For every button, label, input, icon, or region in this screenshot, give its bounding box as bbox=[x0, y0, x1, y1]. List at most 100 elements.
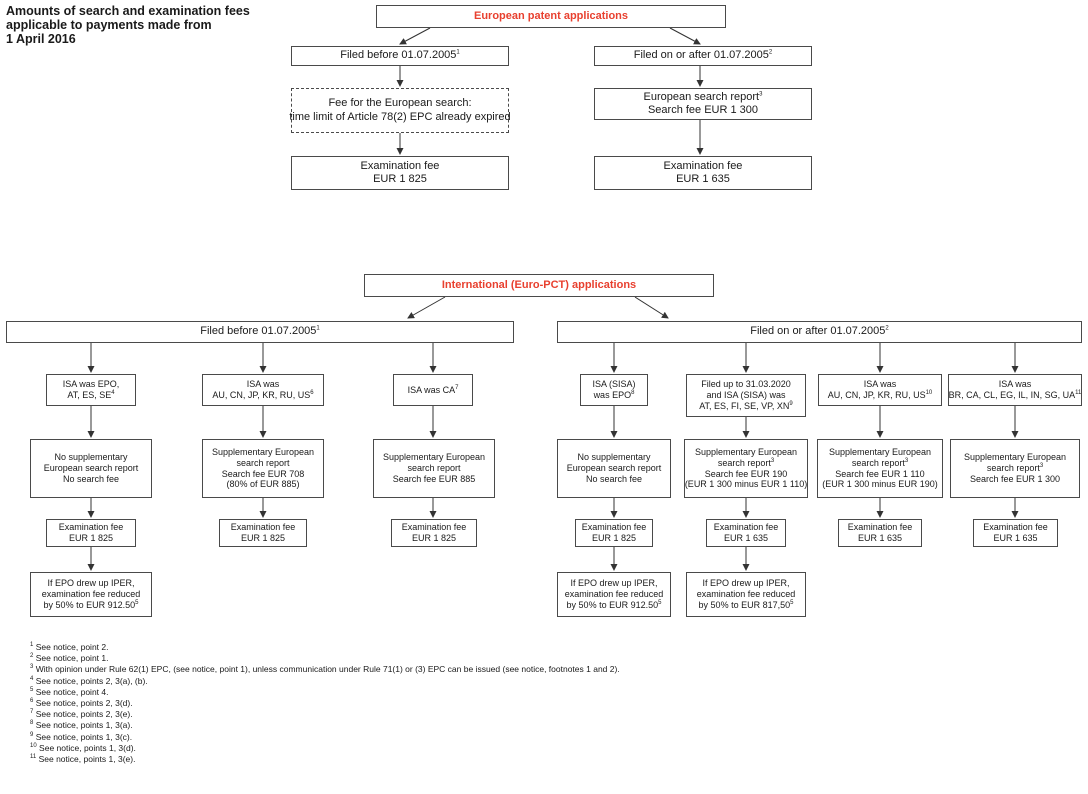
box-line: (EUR 1 300 minus EUR 190) bbox=[822, 479, 938, 490]
pct-filed-after-box: Filed on or after 01.07.20052 bbox=[557, 321, 1082, 343]
pct-filed-before-label: Filed before 01.07.2005 bbox=[200, 325, 316, 337]
box-line: Examination fee bbox=[664, 160, 743, 173]
box-line: examination fee reduced bbox=[42, 589, 141, 600]
box-line: examination fee reduced bbox=[697, 589, 796, 600]
pct-col3-search-box: Supplementary European search report Sea… bbox=[373, 439, 495, 498]
pct-col1-isa-box: ISA was EPO, AT, ES, SE4 bbox=[46, 374, 136, 406]
pct-col2-search-box: Supplementary European search report Sea… bbox=[202, 439, 324, 498]
footnote-text: See notice, point 4. bbox=[33, 687, 108, 697]
ep-search-report-box: European search report3 Search fee EUR 1… bbox=[594, 88, 812, 120]
ep-header-box: European patent applications bbox=[376, 5, 726, 28]
arrow bbox=[400, 28, 430, 44]
footnote-text: See notice, point 2. bbox=[33, 642, 108, 652]
footnote-ref: 3 bbox=[771, 458, 774, 464]
footnote-text: See notice, points 1, 3(a). bbox=[33, 720, 132, 730]
box-line: Search fee EUR 1 110 bbox=[835, 469, 924, 480]
footnote-ref: 3 bbox=[759, 91, 762, 97]
footnote-ref: 2 bbox=[885, 326, 888, 332]
footnote-text: See notice, points 2, 3(d). bbox=[33, 698, 132, 708]
box-line: AU, CN, JP, KR, RU, US bbox=[828, 390, 926, 400]
box-line: by 50% to EUR 912.50 bbox=[44, 600, 136, 610]
footnote-ref: 3 bbox=[1040, 463, 1043, 469]
box-line: ISA was bbox=[999, 379, 1032, 390]
ep-right-exam-fee-box: Examination fee EUR 1 635 bbox=[594, 156, 812, 190]
box-line: ISA was CA bbox=[408, 385, 456, 395]
box-line: was EPO bbox=[594, 390, 632, 400]
box-line: Search fee EUR 190 bbox=[705, 469, 788, 480]
box-line: EUR 1 825 bbox=[373, 173, 427, 186]
box-line: AT, ES, FI, SE, VP, XN bbox=[699, 401, 789, 411]
box-line: ISA was bbox=[864, 379, 897, 390]
footnote-ref: 8 bbox=[631, 390, 634, 396]
box-line: If EPO drew up IPER, bbox=[570, 578, 657, 589]
footnote-ref: 3 bbox=[905, 458, 908, 464]
pct-col1-exam-box: Examination fee EUR 1 825 bbox=[46, 519, 136, 547]
box-line: No search fee bbox=[63, 474, 119, 485]
pct-col7-exam-box: Examination fee EUR 1 635 bbox=[973, 519, 1058, 547]
box-line: No search fee bbox=[586, 474, 642, 485]
ep-search-fee-expired-box: Fee for the European search: time limit … bbox=[291, 88, 509, 133]
box-line: Examination fee bbox=[848, 522, 913, 533]
box-line: search report bbox=[987, 463, 1040, 473]
box-line: EUR 1 635 bbox=[993, 533, 1037, 544]
pct-col1-iper-box: If EPO drew up IPER, examination fee red… bbox=[30, 572, 152, 617]
arrow bbox=[408, 297, 445, 318]
footnote-ref: 1 bbox=[316, 326, 319, 332]
box-line: Examination fee bbox=[714, 522, 779, 533]
box-line: Examination fee bbox=[59, 522, 124, 533]
pct-col5-isa-box: Filed up to 31.03.2020 and ISA (SISA) wa… bbox=[686, 374, 806, 417]
box-line: (80% of EUR 885) bbox=[226, 479, 299, 490]
ep-filed-after-label: Filed on or after 01.07.2005 bbox=[634, 49, 769, 61]
pct-col2-exam-box: Examination fee EUR 1 825 bbox=[219, 519, 307, 547]
box-line: EUR 1 825 bbox=[69, 533, 113, 544]
footnote: 11 See notice, points 1, 3(e). bbox=[30, 754, 690, 765]
pct-col4-search-box: No supplementary European search report … bbox=[557, 439, 671, 498]
footnote-text: See notice, points 2, 3(a), (b). bbox=[33, 676, 147, 686]
box-line: Examination fee bbox=[361, 160, 440, 173]
box-line: search report bbox=[852, 458, 905, 468]
footnote-ref: 2 bbox=[769, 50, 772, 56]
box-line: If EPO drew up IPER, bbox=[47, 578, 134, 589]
pct-col6-search-box: Supplementary European search report3 Se… bbox=[817, 439, 943, 498]
box-line: examination fee reduced bbox=[565, 589, 664, 600]
ep-filed-before-label: Filed before 01.07.2005 bbox=[340, 49, 456, 61]
box-line: EUR 1 825 bbox=[412, 533, 456, 544]
box-line: Supplementary European bbox=[212, 447, 314, 458]
pct-col4-exam-box: Examination fee EUR 1 825 bbox=[575, 519, 653, 547]
footnote: 7 See notice, points 2, 3(e). bbox=[30, 709, 690, 720]
pct-col4-iper-box: If EPO drew up IPER, examination fee red… bbox=[557, 572, 671, 617]
box-line: time limit of Article 78(2) EPC already … bbox=[289, 111, 510, 124]
box-line: search report bbox=[236, 458, 289, 469]
ep-filed-after-box: Filed on or after 01.07.20052 bbox=[594, 46, 812, 66]
page-title: Amounts of search and examination fees a… bbox=[6, 4, 266, 46]
arrow bbox=[635, 297, 668, 318]
box-line: No supplementary bbox=[577, 452, 650, 463]
box-line: European search report bbox=[44, 463, 139, 474]
footnote-ref: 1 bbox=[456, 50, 459, 56]
pct-col7-isa-box: ISA was BR, CA, CL, EG, IL, IN, SG, UA11 bbox=[948, 374, 1082, 406]
pct-col7-search-box: Supplementary European search report3 Se… bbox=[950, 439, 1080, 498]
box-line: by 50% to EUR 912.50 bbox=[567, 600, 659, 610]
footnote-text: See notice, point 1. bbox=[33, 653, 108, 663]
pct-filed-after-label: Filed on or after 01.07.2005 bbox=[750, 325, 885, 337]
box-line: search report bbox=[407, 463, 460, 474]
box-line: Supplementary European bbox=[383, 452, 485, 463]
footnote: 9 See notice, points 1, 3(c). bbox=[30, 732, 690, 743]
footnote-text: See notice, points 1, 3(e). bbox=[36, 754, 135, 764]
footnotes: 1 See notice, point 2. 2 See notice, poi… bbox=[30, 642, 690, 765]
box-line: European search report bbox=[644, 91, 760, 103]
footnote-text: See notice, points 1, 3(c). bbox=[33, 732, 132, 742]
box-line: ISA was bbox=[247, 379, 280, 390]
footnote-ref: 5 bbox=[790, 600, 793, 606]
footnote-text: With opinion under Rule 62(1) EPC, (see … bbox=[33, 664, 619, 674]
box-line: Search fee EUR 708 bbox=[222, 469, 305, 480]
box-line: Search fee EUR 1 300 bbox=[648, 104, 758, 117]
pct-col3-isa-box: ISA was CA7 bbox=[393, 374, 473, 406]
pct-col5-iper-box: If EPO drew up IPER, examination fee red… bbox=[686, 572, 806, 617]
pct-col6-exam-box: Examination fee EUR 1 635 bbox=[838, 519, 922, 547]
footnote-ref: 10 bbox=[926, 390, 933, 396]
ep-left-exam-fee-box: Examination fee EUR 1 825 bbox=[291, 156, 509, 190]
box-line: search report bbox=[718, 458, 771, 468]
box-line: No supplementary bbox=[54, 452, 127, 463]
box-line: European search report bbox=[567, 463, 662, 474]
